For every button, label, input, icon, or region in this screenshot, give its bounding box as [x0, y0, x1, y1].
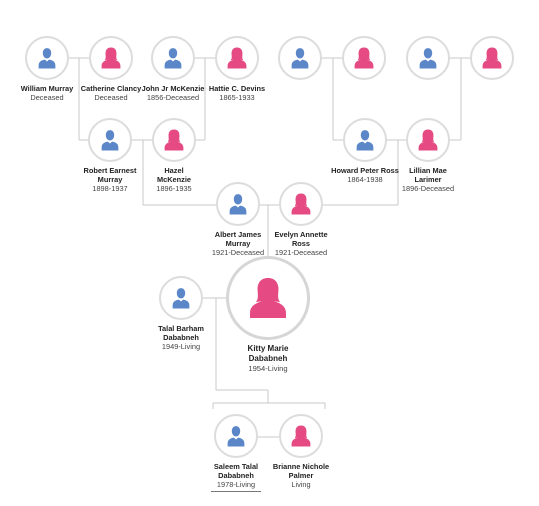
person-card-kitty-marie-dababneh[interactable]: Kitty Marie Dababneh 1954-Living: [226, 256, 310, 373]
person-card-brianne-nichole-palmer[interactable]: Brianne Nichole Palmer Living: [270, 414, 332, 489]
person-dates: 1921-Deceased: [274, 248, 328, 257]
person-card-robert-earnest-murray[interactable]: Robert Earnest Murray 1898-1937: [74, 118, 146, 193]
person-avatar-focus[interactable]: [226, 256, 310, 340]
person-avatar[interactable]: [343, 118, 387, 162]
person-name: Kitty Marie Dababneh: [247, 344, 289, 363]
person-name: Hattie C. Devins: [208, 84, 266, 93]
person-avatar[interactable]: [159, 276, 203, 320]
person-avatar[interactable]: [278, 36, 322, 80]
person-name: Howard Peter Ross: [331, 166, 399, 175]
person-card-unknown-male-2[interactable]: [406, 36, 450, 80]
person-dates: Deceased: [30, 93, 64, 102]
person-card-saleem-talal-dababneh[interactable]: Saleem Talal Dababneh 1978-Living: [210, 414, 262, 492]
person-name: Evelyn Annette Ross: [274, 230, 328, 248]
person-dates: 1864-1938: [347, 175, 383, 184]
person-avatar[interactable]: [215, 36, 259, 80]
person-card-hazel-mckenzie[interactable]: Hazel McKenzie 1896-1935: [148, 118, 200, 193]
person-name: Talal Barham Dababneh: [158, 324, 204, 342]
person-card-hattie-devins[interactable]: Hattie C. Devins 1865-1933: [201, 36, 273, 102]
person-avatar[interactable]: [89, 36, 133, 80]
person-avatar[interactable]: [406, 118, 450, 162]
person-card-unknown-female-1[interactable]: [342, 36, 386, 80]
person-name: William Murray: [20, 84, 74, 93]
female-person-icon: [482, 47, 502, 69]
female-person-icon: [164, 129, 184, 151]
person-avatar[interactable]: [406, 36, 450, 80]
person-avatar[interactable]: [25, 36, 69, 80]
person-dates: 1896-1935: [156, 184, 192, 193]
female-person-icon: [418, 129, 438, 151]
person-avatar[interactable]: [152, 118, 196, 162]
person-dates: 1978-Living: [216, 480, 256, 489]
person-card-howard-peter-ross[interactable]: Howard Peter Ross 1864-1938: [329, 118, 401, 184]
male-person-icon: [356, 130, 374, 151]
person-name: Saleem Talal Dababneh: [213, 462, 259, 480]
female-person-icon: [101, 47, 121, 69]
male-person-icon: [101, 130, 119, 151]
person-card-william-murray[interactable]: William Murray Deceased: [11, 36, 83, 102]
person-avatar[interactable]: [279, 414, 323, 458]
person-name: Lillian Mae Larimer: [409, 166, 447, 184]
male-person-icon: [227, 426, 245, 447]
person-dates: 1896-Deceased: [401, 184, 455, 193]
person-card-catherine-clancy[interactable]: Catherine Clancy Deceased: [75, 36, 147, 102]
person-name: John Jr McKenzie: [141, 84, 205, 93]
person-dates: 1856-Deceased: [146, 93, 200, 102]
selected-indicator: [211, 491, 261, 492]
person-name: Brianne Nichole Palmer: [272, 462, 330, 480]
person-avatar[interactable]: [214, 414, 258, 458]
person-avatar[interactable]: [470, 36, 514, 80]
female-person-icon: [291, 425, 311, 447]
female-person-icon: [354, 47, 374, 69]
male-person-icon: [419, 48, 437, 69]
female-person-icon: [250, 278, 286, 318]
person-name: Robert Earnest Murray: [83, 166, 137, 184]
male-person-icon: [164, 48, 182, 69]
person-name: Albert James Murray: [214, 230, 262, 248]
person-avatar[interactable]: [279, 182, 323, 226]
male-person-icon: [38, 48, 56, 69]
person-dates: Deceased: [94, 93, 128, 102]
male-person-icon: [229, 194, 247, 215]
person-card-unknown-male-1[interactable]: [278, 36, 322, 80]
person-card-evelyn-annette-ross[interactable]: Evelyn Annette Ross 1921-Deceased: [272, 182, 330, 257]
person-card-talal-barham-dababneh[interactable]: Talal Barham Dababneh 1949-Living: [153, 276, 209, 351]
person-dates: Living: [291, 480, 311, 489]
male-person-icon: [291, 48, 309, 69]
person-avatar[interactable]: [216, 182, 260, 226]
person-dates: 1949-Living: [161, 342, 201, 351]
female-person-icon: [227, 47, 247, 69]
person-card-lillian-mae-larimer[interactable]: Lillian Mae Larimer 1896-Deceased: [400, 118, 456, 193]
person-avatar[interactable]: [342, 36, 386, 80]
person-dates: 1865-1933: [219, 93, 255, 102]
person-dates: 1898-1937: [92, 184, 128, 193]
person-avatar[interactable]: [151, 36, 195, 80]
male-person-icon: [172, 288, 190, 309]
person-avatar[interactable]: [88, 118, 132, 162]
person-card-unknown-female-2[interactable]: [470, 36, 514, 80]
person-card-john-jr-mckenzie[interactable]: John Jr McKenzie 1856-Deceased: [137, 36, 209, 102]
female-person-icon: [291, 193, 311, 215]
person-name: Hazel McKenzie: [156, 166, 192, 184]
person-name: Catherine Clancy: [80, 84, 142, 93]
person-card-albert-james-murray[interactable]: Albert James Murray 1921-Deceased: [209, 182, 267, 257]
person-dates: 1954-Living: [248, 364, 288, 373]
person-dates: 1921-Deceased: [211, 248, 265, 257]
